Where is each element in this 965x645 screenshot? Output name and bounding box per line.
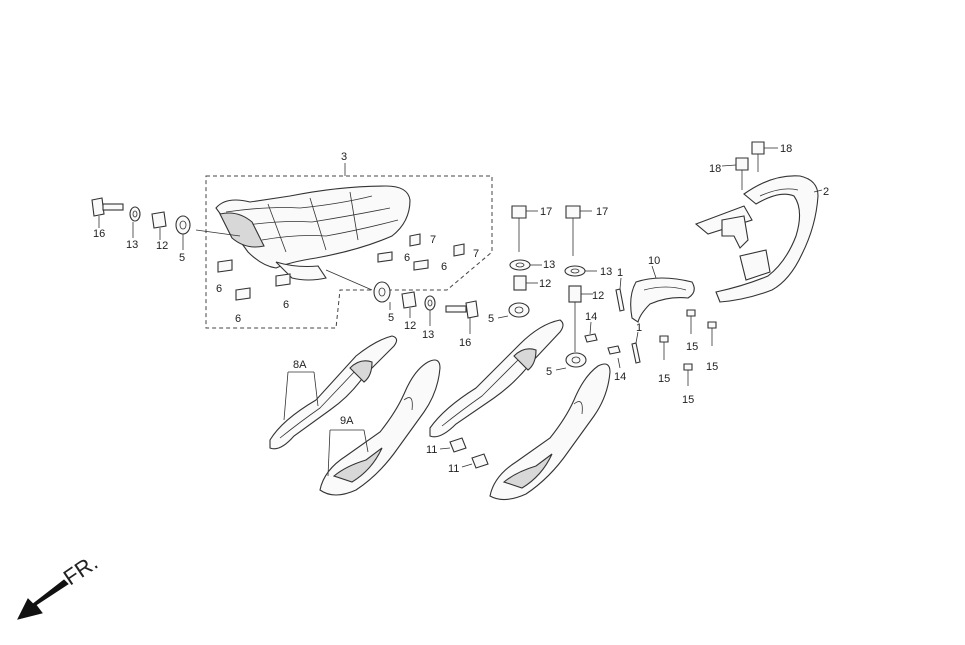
callout-17b: 17 [596,206,608,218]
callout-5b: 5 [388,312,394,324]
callout-5a: 5 [179,252,185,264]
callout-12b: 12 [404,320,416,332]
bolts-18 [721,141,778,190]
callout-1b: 1 [636,322,642,334]
hardware-left-lower [373,281,479,334]
seat [195,185,411,291]
callout-13a: 13 [126,239,138,251]
callout-13d: 13 [600,266,612,278]
callout-7b: 7 [473,248,479,260]
callout-18b: 18 [780,143,792,155]
callout-6e: 6 [283,299,289,311]
grommets-11 [439,437,489,469]
rear-cover-10 [630,265,695,323]
center-stack-left [497,205,542,319]
callout-15a: 15 [686,341,698,353]
callout-15c: 15 [658,373,670,385]
callout-12c: 12 [539,278,551,290]
callout-5c: 5 [488,313,494,325]
callout-1a: 1 [617,267,623,279]
callout-14a: 14 [585,311,597,323]
callout-6a: 6 [404,252,410,264]
hardware-left-upper [91,197,191,250]
callout-7a: 7 [430,234,436,246]
callout-6d: 6 [235,313,241,325]
callout-15b: 15 [706,361,718,373]
pins-and-clips [584,277,641,369]
callout-15d: 15 [682,394,694,406]
callout-5d: 5 [546,366,552,378]
callout-6b: 6 [441,261,447,273]
screws-15 [659,309,717,386]
callout-16a: 16 [93,228,105,240]
callout-11a: 11 [426,444,437,456]
callout-14b: 14 [614,371,626,383]
callout-8A: 8A [293,359,307,371]
callout-18a: 18 [709,163,721,175]
callout-13b: 13 [422,329,434,341]
center-stack-right [555,205,597,371]
rubber-blocks [217,233,465,301]
callout-16b: 16 [459,337,471,349]
callout-13c: 13 [543,259,555,271]
callout-12d: 12 [592,290,604,302]
front-direction-arrow [17,579,69,620]
callout-3: 3 [341,151,347,163]
grab-rail-2 [694,175,823,303]
callout-12a: 12 [156,240,168,252]
side-cover-9a-left [319,359,441,496]
seat-assembly-boundary [205,175,493,329]
callout-11b: 11 [448,463,459,475]
callout-6c: 6 [216,283,222,295]
callout-9A: 9A [340,415,354,427]
callout-10: 10 [648,255,660,267]
side-cover-8a-left [269,335,398,450]
callout-17a: 17 [540,206,552,218]
side-cover-9a-right [489,363,611,501]
side-cover-8a-right [429,319,564,438]
callout-2: 2 [823,186,829,198]
